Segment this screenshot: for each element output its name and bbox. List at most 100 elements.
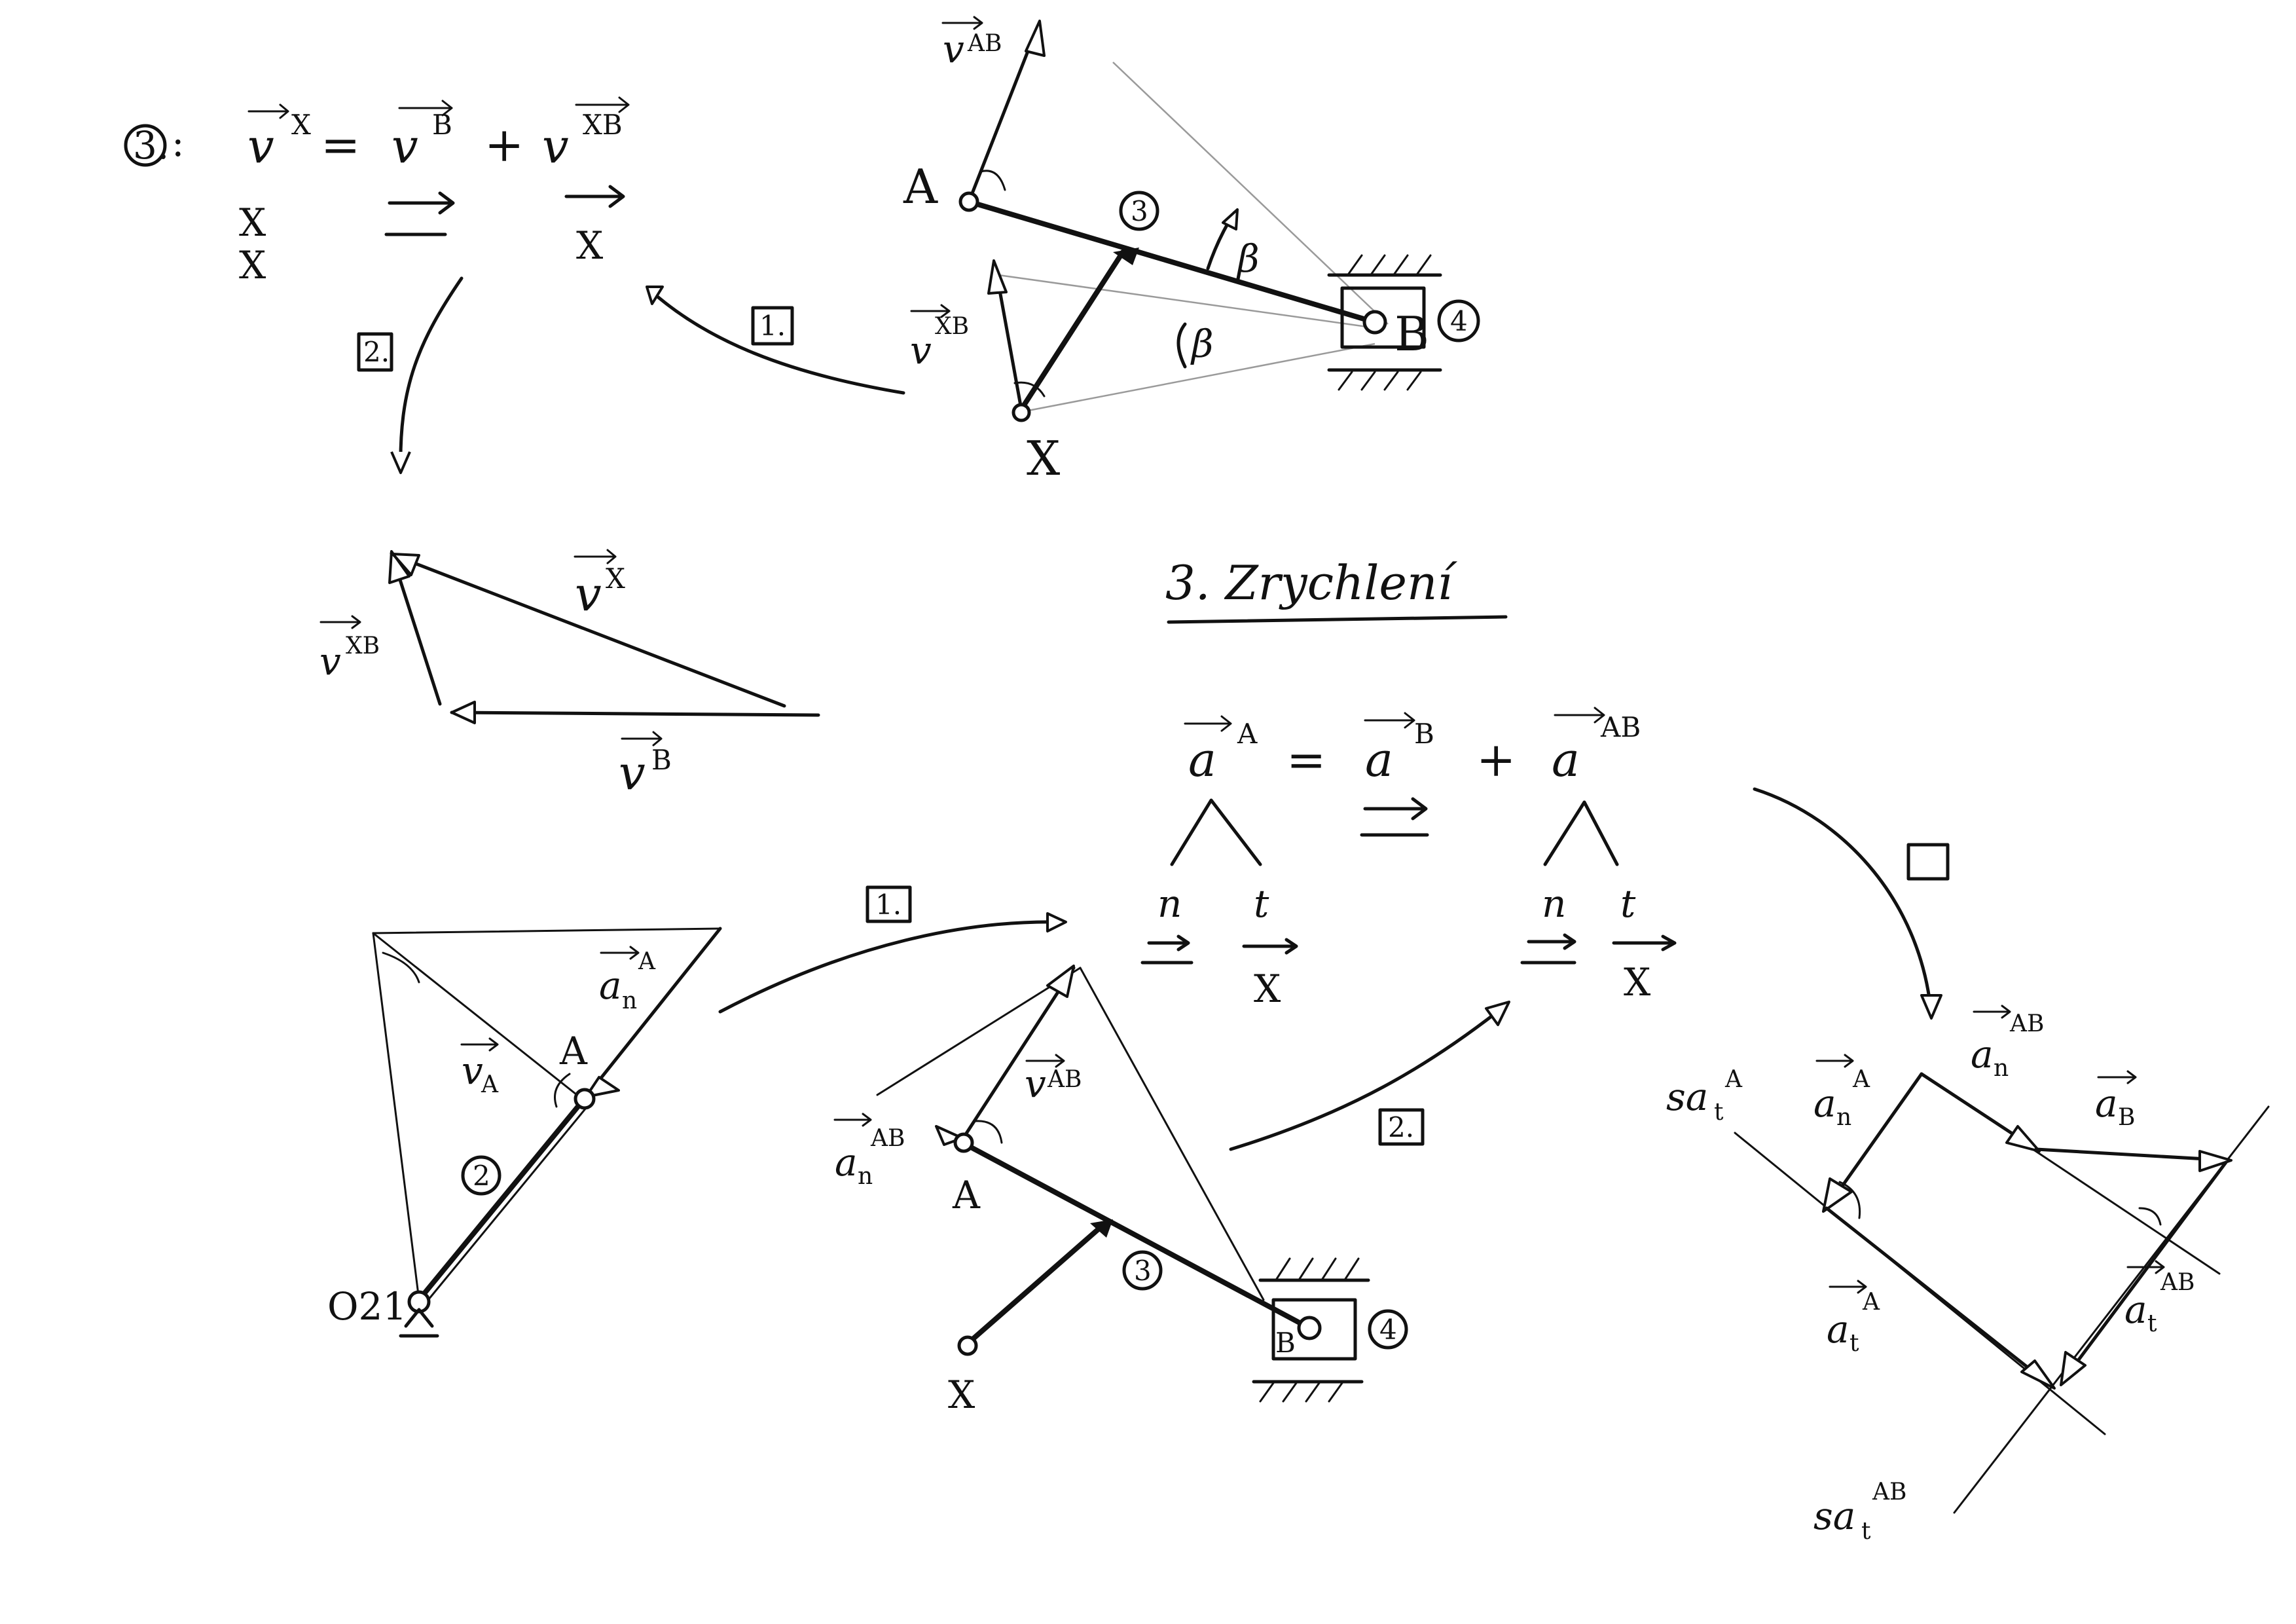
- eq-term2: v: [542, 119, 569, 174]
- label-a-t-ab-poly: a: [2124, 1287, 2147, 1332]
- step2-curve-arrow-acc: [1229, 1003, 1508, 1151]
- step2-label: 2.: [363, 336, 390, 368]
- eq-lhs-sup: X: [291, 109, 311, 141]
- label-o21: O21: [327, 1284, 407, 1329]
- label-a-t-a-poly-sub: t: [1850, 1330, 1859, 1357]
- right-angle-mark: [554, 1073, 571, 1108]
- arrowhead-icon: [2060, 1351, 2086, 1386]
- vector-arrow-icon: [1184, 715, 1232, 732]
- arrowhead-icon: [2198, 1150, 2232, 1172]
- label-a-n-ab-acc: a: [835, 1140, 858, 1185]
- label-sa-t-ab-sub: t: [1861, 1518, 1871, 1545]
- arrowhead-icon: [1822, 1177, 1853, 1213]
- vector-arrow-icon: [2097, 1070, 2137, 1084]
- acc-term2-normal: n: [1542, 881, 1566, 926]
- link-x: [1019, 249, 1125, 412]
- step2-box: [357, 332, 393, 372]
- label-sa-t-ab-sup: AB: [1872, 1479, 1906, 1505]
- label-sa-t-a: sa: [1666, 1075, 1708, 1119]
- joint-a-acc: [953, 1132, 974, 1153]
- split-term2: [1543, 800, 1619, 866]
- link-ab-acc: [960, 1140, 1312, 1331]
- acc-equals: =: [1286, 732, 1326, 787]
- construction-ab: [2022, 1141, 2221, 1275]
- vector-arrow-icon: [398, 100, 453, 117]
- vector-v-a: [372, 932, 581, 1098]
- arrowhead-icon: [1046, 912, 1067, 932]
- step2-curve-arrow: [399, 276, 464, 470]
- velocity-polygon: v X v XB v B: [319, 549, 820, 800]
- weld-joint: [1090, 1219, 1113, 1238]
- acc-lhs-t-unknown: X: [1254, 967, 1281, 1011]
- link-x-acc: [966, 1225, 1102, 1345]
- slider-block: [1340, 286, 1426, 349]
- label-a-n-ab-poly: a: [1971, 1032, 1994, 1077]
- mark-unknown-dir: X: [239, 200, 266, 245]
- label-v-a: v: [462, 1048, 483, 1093]
- vector-a-n-a: [584, 927, 722, 1099]
- vector-a-n-ab-construction: [876, 967, 1082, 1096]
- vector-arrow-icon: [575, 96, 630, 113]
- direction-known-arrow-icon: [1147, 934, 1190, 951]
- mark-unknown-size: X: [239, 243, 266, 287]
- label-v-xb-poly: v: [319, 639, 341, 684]
- label-v-ab: v: [943, 27, 964, 71]
- velocity-equation: 3. : v X = v B + v XB X X X: [124, 96, 630, 287]
- joint-x: [1011, 403, 1031, 422]
- label-a-n-a-poly: a: [1813, 1081, 1836, 1126]
- label-b-acc: B: [1275, 1327, 1296, 1359]
- label-sa-t-a-sub: t: [1714, 1099, 1724, 1126]
- label-v-a-sub: A: [481, 1071, 499, 1098]
- right-angle-mark: [382, 951, 420, 984]
- ground-hatch: [1347, 254, 1432, 275]
- label-a-b-poly-sub: B: [2118, 1104, 2135, 1131]
- construction-top: [372, 927, 721, 934]
- acceleration-mechanism: A X B 3 4 a n AB v AB: [833, 965, 1408, 1417]
- arrowhead-icon: [987, 259, 1008, 295]
- vector-v-x-poly: [392, 553, 786, 708]
- label-link4: 4: [1450, 305, 1468, 337]
- arrowhead-icon: [390, 451, 411, 474]
- arrowhead-icon: [450, 701, 476, 724]
- crank-figure: 2 A O21 a n A v A: [327, 927, 722, 1338]
- label-a-t-a-poly: a: [1827, 1307, 1850, 1352]
- acc-lhs: a: [1188, 732, 1216, 787]
- arrowhead-icon: [585, 1076, 620, 1098]
- link2: [416, 1094, 589, 1302]
- label-b: B: [1394, 306, 1429, 361]
- label-beta: β: [1236, 236, 1260, 281]
- direction-known-arrow-icon: [1363, 797, 1428, 821]
- vector-arrow-icon: [1815, 1054, 1854, 1068]
- step1-box-acc: [866, 885, 912, 923]
- label-link4-acc: 4: [1379, 1314, 1397, 1346]
- weld-joint: [1113, 248, 1139, 265]
- step-box-acc: [1906, 843, 1950, 881]
- label-v-b: v: [619, 745, 646, 800]
- acc-lhs-tangential: t: [1254, 881, 1269, 926]
- right-angle-mark: [1013, 381, 1046, 397]
- label-v-xb: v: [910, 328, 932, 373]
- vector-arrow-icon: [1025, 1054, 1065, 1068]
- label-link2: 2: [473, 1160, 490, 1192]
- direction-known-arrow-icon: [1527, 933, 1576, 950]
- acc-term1: a: [1365, 732, 1393, 787]
- link3-circle: [1119, 191, 1159, 231]
- link3-circle-acc: [1122, 1250, 1163, 1291]
- label-sa-t-ab: sa: [1813, 1494, 1855, 1538]
- vector-arrow-icon: [574, 549, 617, 564]
- label-v-xb-poly-sup: XB: [346, 633, 380, 659]
- vector-a-t-a-poly: [1825, 1206, 2054, 1389]
- ground-hatch: [1338, 371, 1422, 391]
- label-v-b-sup: B: [651, 744, 672, 776]
- step1-label-acc: 1.: [875, 889, 902, 921]
- arrowhead-icon: [1046, 965, 1075, 998]
- vector-arrow-icon: [1829, 1280, 1867, 1294]
- direction-known-arrow-icon: [1242, 938, 1298, 955]
- eq-term1-sup: B: [432, 109, 452, 141]
- vector-arrow-icon: [460, 1037, 499, 1052]
- joint-a: [958, 191, 979, 212]
- arrowhead-icon: [2020, 1359, 2056, 1390]
- label-v-x-sup: X: [606, 563, 625, 595]
- link-ab: [966, 199, 1377, 325]
- label-v-ab-acc: v: [1025, 1061, 1046, 1106]
